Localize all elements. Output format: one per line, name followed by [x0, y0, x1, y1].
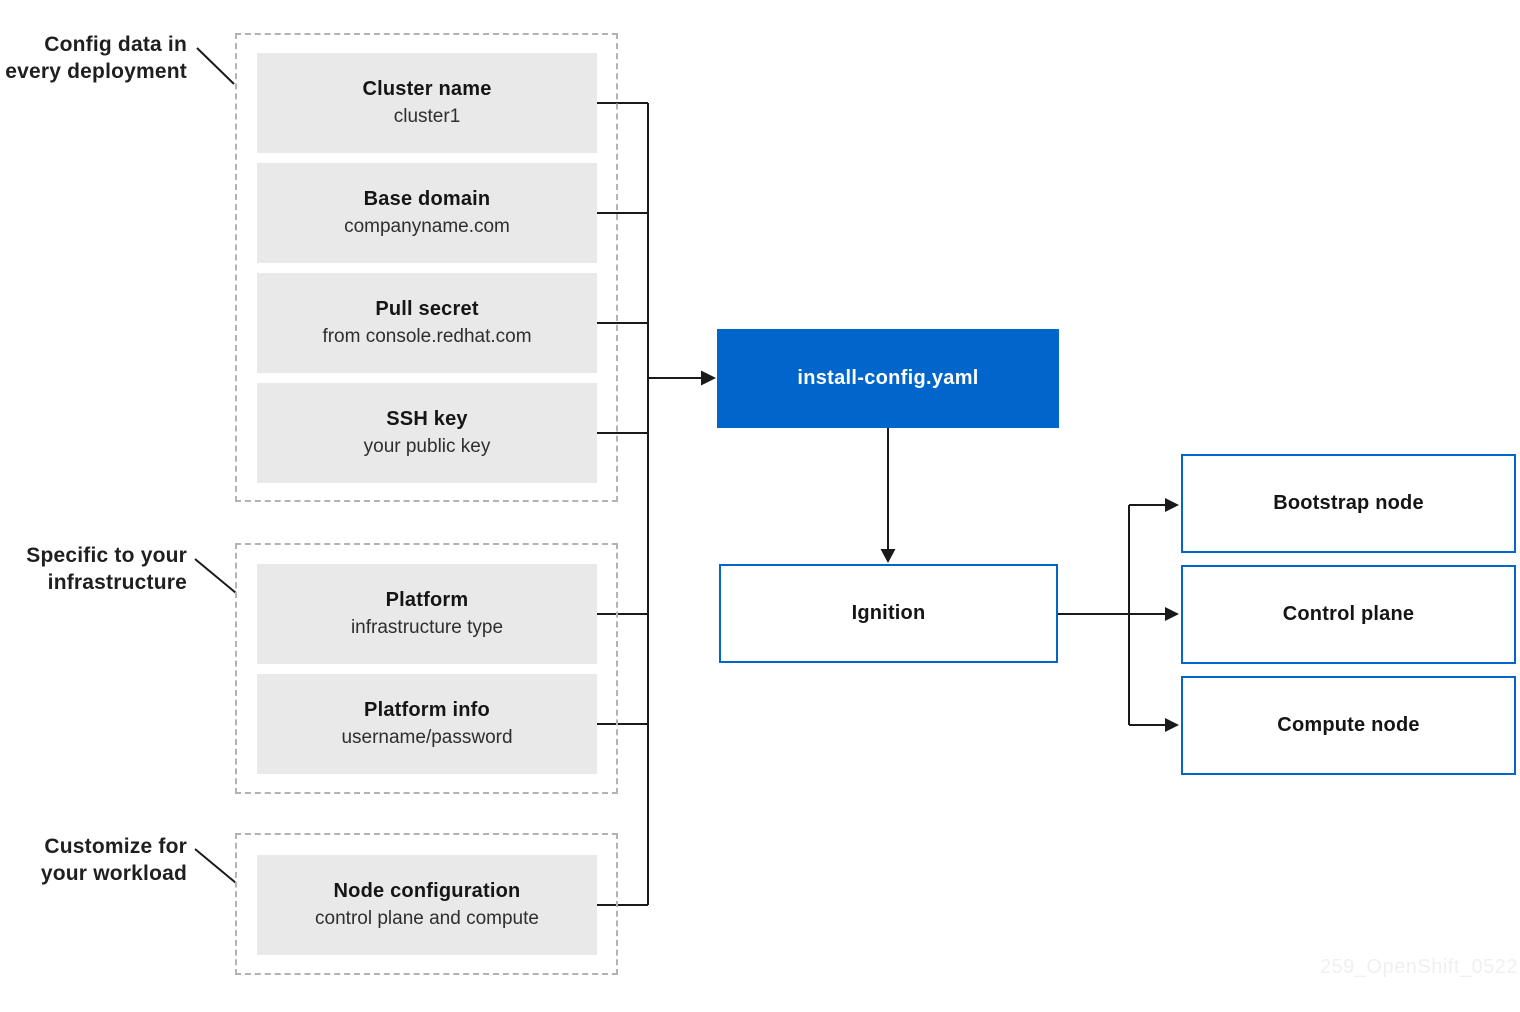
arrowhead-icon [1165, 498, 1179, 512]
label-pointer-lines [194, 47, 237, 884]
config-box-title: Node configuration [333, 880, 521, 902]
group-infrastructure [235, 543, 618, 794]
node-box-control-plane: Control plane [1181, 565, 1516, 664]
config-box-subtitle: companyname.com [344, 216, 510, 237]
collector-trunk-lines [597, 102, 649, 906]
group-label-line: infrastructure [47, 571, 187, 594]
node-box-label: Control plane [1282, 603, 1415, 625]
config-box-platform: Platform infrastructure type [257, 564, 597, 664]
config-box-subtitle: cluster1 [393, 106, 461, 127]
config-box-subtitle: from console.redhat.com [322, 326, 532, 347]
config-box-title: SSH key [386, 408, 468, 430]
config-box-ssh-key: SSH key your public key [257, 383, 597, 483]
config-box-platform-info: Platform info username/password [257, 674, 597, 774]
config-box-title: Pull secret [375, 298, 479, 320]
group-label-config-data: Config data in every deployment [0, 31, 187, 85]
config-box-cluster-name: Cluster name cluster1 [257, 53, 597, 153]
node-box-compute: Compute node [1181, 676, 1516, 775]
config-box-title: Platform info [364, 699, 490, 721]
node-box-label: Bootstrap node [1273, 492, 1424, 514]
group-workload [235, 833, 618, 975]
watermark: 259_OpenShift_0522 [1319, 956, 1518, 978]
config-box-pull-secret: Pull secret from console.redhat.com [257, 273, 597, 373]
ignition-label: Ignition [851, 602, 926, 624]
group-label-line: every deployment [5, 60, 187, 83]
arrowhead-icon [1165, 607, 1179, 621]
install-config-label: install-config.yaml [797, 367, 979, 389]
config-box-title: Cluster name [362, 78, 492, 100]
config-box-node-configuration: Node configuration control plane and com… [257, 855, 597, 955]
ignition-box: Ignition [719, 564, 1058, 663]
config-box-title: Platform [385, 589, 469, 611]
config-box-title: Base domain [363, 188, 491, 210]
group-label-workload: Customize for your workload [0, 833, 187, 887]
config-box-subtitle: infrastructure type [350, 617, 504, 638]
group-label-line: Specific to your [26, 544, 187, 567]
install-config-box: install-config.yaml [717, 329, 1059, 428]
group-label-infrastructure: Specific to your infrastructure [0, 542, 187, 596]
branch-lines [1058, 504, 1166, 726]
group-label-line: Config data in [44, 33, 187, 56]
config-box-subtitle: username/password [341, 727, 513, 748]
config-box-base-domain: Base domain companyname.com [257, 163, 597, 263]
config-box-subtitle: control plane and compute [315, 908, 539, 929]
group-label-line: your workload [40, 862, 187, 885]
arrowhead-icon [1165, 718, 1179, 732]
group-config-data [235, 33, 618, 502]
arrowhead-icon [701, 370, 716, 386]
config-box-subtitle: your public key [363, 436, 491, 457]
node-box-label: Compute node [1277, 714, 1420, 736]
arrowhead-icon [880, 549, 896, 563]
node-box-bootstrap: Bootstrap node [1181, 454, 1516, 553]
group-label-line: Customize for [44, 835, 187, 858]
